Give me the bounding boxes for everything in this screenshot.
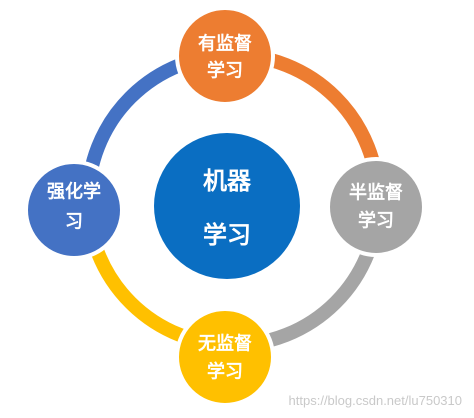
node-bottom-label-line2: 学习 (207, 361, 243, 383)
node-right-label-line1: 半监督 (349, 182, 403, 204)
node-top-label-line2: 学习 (207, 60, 243, 82)
node-right-label-line2: 学习 (358, 210, 394, 232)
node-top (175, 6, 275, 106)
center-label-line2: 学习 (203, 221, 251, 249)
node-left (24, 160, 124, 260)
watermark-url: https://blog.csdn.net/lu750310 (288, 393, 462, 408)
node-right (326, 157, 426, 257)
node-bottom-label-line1: 无监督 (198, 333, 252, 355)
node-bottom (175, 307, 275, 407)
center-node (154, 133, 300, 279)
node-left-label-line1: 强化学 (47, 181, 101, 203)
node-top-label-line1: 有监督 (198, 33, 252, 55)
node-left-label-line2: 习 (65, 212, 83, 233)
center-label-line1: 机器 (203, 167, 252, 195)
